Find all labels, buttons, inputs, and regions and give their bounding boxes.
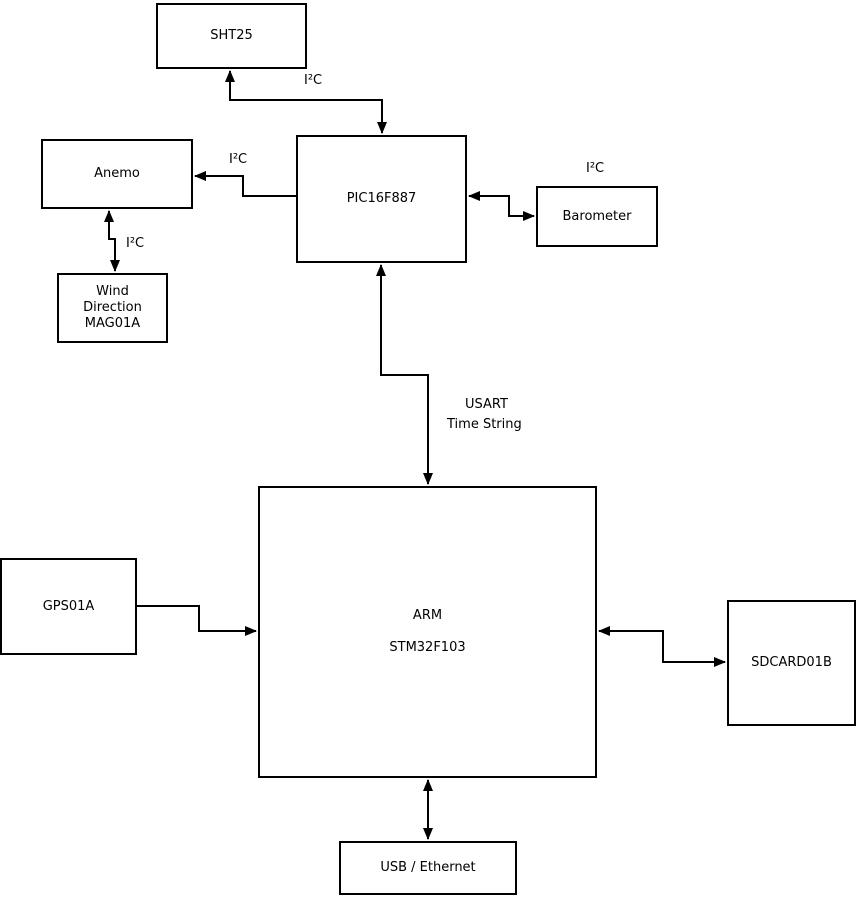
node-anemo: Anemo	[41, 139, 193, 209]
node-sht25: SHT25	[156, 3, 307, 69]
node-wind-direction-mag01a: Wind Direction MAG01A	[57, 273, 168, 343]
edge-label-i2c-anemo: I²C	[229, 152, 248, 167]
node-sht25-label: SHT25	[210, 28, 253, 43]
connector-gps-arm	[137, 605, 257, 636]
node-usb-ethernet-label: USB / Ethernet	[380, 860, 476, 875]
node-pic16f887: PIC16F887	[296, 135, 467, 263]
connector-pic-barometer	[468, 191, 535, 221]
node-gps01a-label: GPS01A	[42, 598, 95, 614]
edge-label-i2c-sht25: I²C	[304, 73, 323, 88]
node-wind-direction-mag01a-label: Wind Direction MAG01A	[83, 284, 142, 331]
node-pic16f887-label: PIC16F887	[346, 191, 417, 206]
node-barometer: Barometer	[536, 186, 658, 247]
node-usb-ethernet: USB / Ethernet	[339, 841, 517, 895]
node-barometer-label: Barometer	[562, 208, 632, 224]
connector-anemo-wind	[104, 210, 120, 272]
connector-pic-arm	[376, 264, 433, 485]
node-anemo-label: Anemo	[94, 166, 140, 181]
node-sdcard01b: SDCARD01B	[727, 600, 856, 726]
node-sdcard01b-label: SDCARD01B	[751, 655, 832, 670]
edge-label-i2c-barometer: I²C	[586, 161, 605, 176]
edge-label-i2c-wind: I²C	[126, 236, 145, 251]
edge-label-time-string: Time String	[447, 417, 522, 432]
edge-label-usart: USART	[465, 397, 508, 412]
connector-arm-sdcard	[598, 626, 726, 667]
node-arm-stm32f103-label: ARM STM32F103	[389, 608, 466, 655]
connector-pic-anemo	[194, 171, 296, 197]
node-gps01a: GPS01A	[0, 558, 137, 655]
node-arm-stm32f103: ARM STM32F103	[258, 486, 597, 778]
